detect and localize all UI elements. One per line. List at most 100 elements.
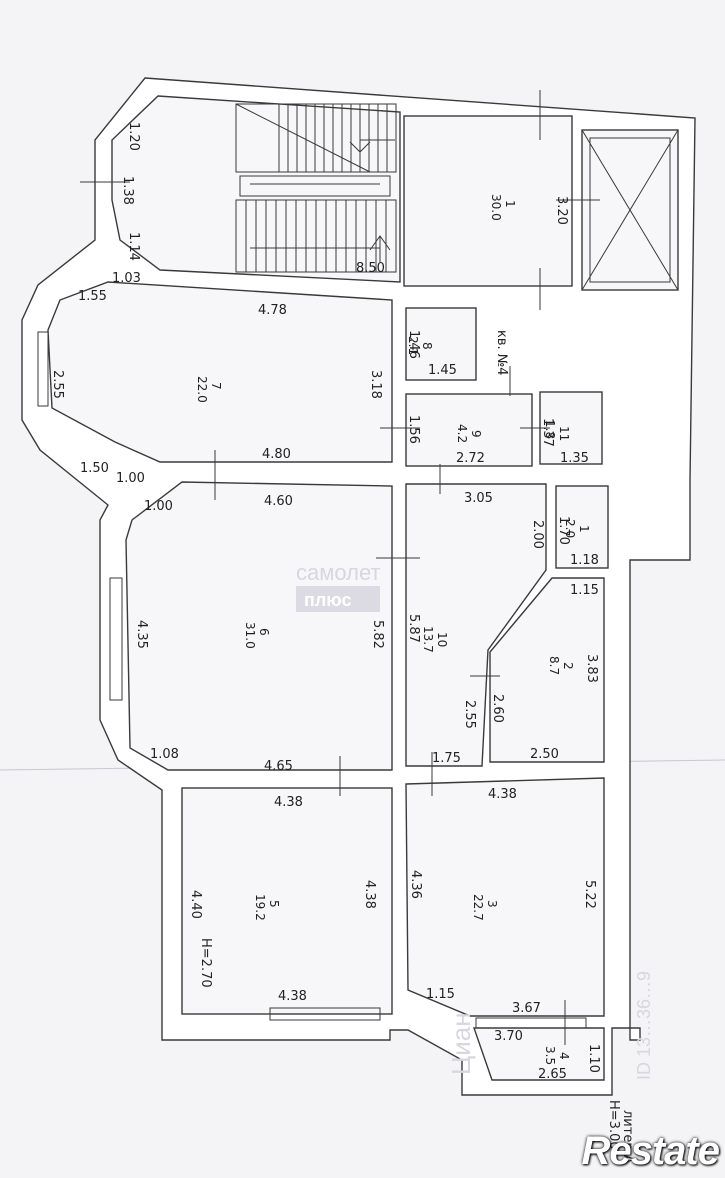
room-5 <box>181 787 393 1015</box>
room-9 <box>405 393 533 467</box>
room-area-8: 2.1 <box>406 336 420 355</box>
ceiling-height-main: H=3.00 <box>606 1100 621 1150</box>
dim-room-8-height: 1.46 <box>406 330 421 359</box>
dim-room-7-bottom: 4.80 <box>262 447 291 462</box>
stair-landing <box>239 175 391 197</box>
room-area-6: 31.0 <box>243 622 257 649</box>
room-1 <box>403 115 573 287</box>
dim-hall-length: 8.50 <box>356 261 385 276</box>
window-room-5 <box>269 1007 381 1021</box>
room-10 <box>405 483 547 767</box>
room-number-9: 9 <box>469 430 483 438</box>
window-room-6 <box>109 577 123 701</box>
dim-room-10-c: 2.60 <box>490 694 505 723</box>
dim-room-4-a: 3.70 <box>494 1029 523 1044</box>
dim-room-3-bottom: 3.67 <box>512 1001 541 1016</box>
dim-room-3-side-left: 4.36 <box>408 870 423 899</box>
dim-room-10-bottom: 1.75 <box>432 751 461 766</box>
lift-inner <box>589 137 671 283</box>
room-area-7: 22.0 <box>195 376 209 403</box>
watermark-line-1: самолет <box>296 560 381 585</box>
room-stair <box>111 95 401 283</box>
dim-room-7-side: 2.55 <box>50 370 65 399</box>
room-number-1: 1 <box>503 200 517 208</box>
dim-room-1b-height: 1.70 <box>556 516 571 545</box>
room-number-3: 3 <box>485 900 499 908</box>
dim-room-2-bottom: 2.50 <box>530 747 559 762</box>
dim-room-5-bottom: 4.38 <box>278 989 307 1004</box>
dim-room-1b-width: 1.18 <box>570 553 599 568</box>
dim-room-7-width: 3.18 <box>368 370 383 399</box>
dim-room-2-side: 3.83 <box>584 654 599 683</box>
room-area-3: 22.7 <box>471 894 485 921</box>
room-area-11: 1.8 <box>543 420 557 439</box>
room-area-2: 8.7 <box>547 656 561 675</box>
watermark-line-2: плюс <box>304 590 351 610</box>
dim-stair-top: 1.20 <box>126 122 141 151</box>
window-room-7 <box>37 331 49 407</box>
room-1b <box>555 485 609 569</box>
dim-room-7-corner-3: 1.50 <box>80 461 109 476</box>
room-8 <box>405 307 477 381</box>
room-2 <box>489 577 605 763</box>
dim-room-2-top: 1.15 <box>570 583 599 598</box>
dim-room-11-height: 1.37 <box>540 418 555 447</box>
dim-room-10-a: 2.00 <box>530 520 545 549</box>
room-area-1: 30.0 <box>489 194 503 221</box>
dim-room-4-b: 2.65 <box>538 1067 567 1082</box>
apartment-number-label: кв. №4 <box>494 330 509 376</box>
room-number-5: 5 <box>267 900 281 908</box>
ceiling-height-room-5: H=2.70 <box>198 938 213 988</box>
litera-label: литер А <box>620 1110 635 1164</box>
dim-room-7-top: 4.78 <box>258 303 287 318</box>
dim-hall-depth: 3.20 <box>554 196 569 225</box>
dim-room-6-corner-1: 1.00 <box>144 499 173 514</box>
room-number-6: 6 <box>257 628 271 636</box>
room-number-7: 7 <box>209 382 223 390</box>
stair-flight-lower <box>235 199 397 273</box>
dim-room-6-bottom: 4.65 <box>264 759 293 774</box>
dim-room-10-side: 5.87 <box>406 614 421 643</box>
room-area-4: 3.5 <box>543 1046 557 1065</box>
dim-room-11-width: 1.35 <box>560 451 589 466</box>
dim-room-8-width: 1.45 <box>428 363 457 378</box>
room-3 <box>405 777 605 1017</box>
room-11 <box>539 391 603 465</box>
room-area-5: 19.2 <box>253 894 267 921</box>
dim-room-6-top: 4.60 <box>264 494 293 509</box>
room-area-1: 2.0 <box>563 519 577 538</box>
dim-room-5-side-left: 4.40 <box>188 890 203 919</box>
room-number-10: 10 <box>435 632 449 647</box>
room-number-2: 2 <box>561 662 575 670</box>
dim-stair-low: 1.14 <box>126 232 141 261</box>
window-room-4 <box>475 1017 587 1029</box>
dim-room-6-corner-2: 1.08 <box>150 747 179 762</box>
room-number-1: 1 <box>577 525 591 533</box>
watermark-side-id: ID 13…36…9 <box>634 971 654 1080</box>
dim-room-5-side-right: 4.38 <box>362 880 377 909</box>
dim-room-5-top: 4.38 <box>274 795 303 810</box>
dim-room-9-width: 2.72 <box>456 451 485 466</box>
room-number-11: 11 <box>557 426 571 441</box>
dim-room-6-side: 4.35 <box>134 620 149 649</box>
dim-room-7-corner-4: 1.00 <box>116 471 145 486</box>
dim-room-10-b: 2.55 <box>462 700 477 729</box>
dim-room-9-height: 1.56 <box>406 415 421 444</box>
room-number-4: 4 <box>557 1052 571 1060</box>
stair-flight-upper <box>235 103 397 173</box>
watermark-box <box>296 586 380 612</box>
brand-logo: Restate <box>581 1129 720 1173</box>
dim-room-10-top: 3.05 <box>464 491 493 506</box>
watermark-side-brand: Циан <box>446 1012 476 1075</box>
room-7 <box>47 281 393 463</box>
dim-room-3-side-right: 5.22 <box>582 880 597 909</box>
partition-ticks <box>80 90 600 1045</box>
room-6 <box>125 481 393 771</box>
stair-arrow-up <box>250 235 391 262</box>
stair-arrow-down <box>349 130 395 153</box>
dim-room-3-corner: 1.15 <box>426 987 455 1002</box>
dim-room-7-corner-1: 1.03 <box>112 271 141 286</box>
dim-room-7-corner-2: 1.55 <box>78 289 107 304</box>
